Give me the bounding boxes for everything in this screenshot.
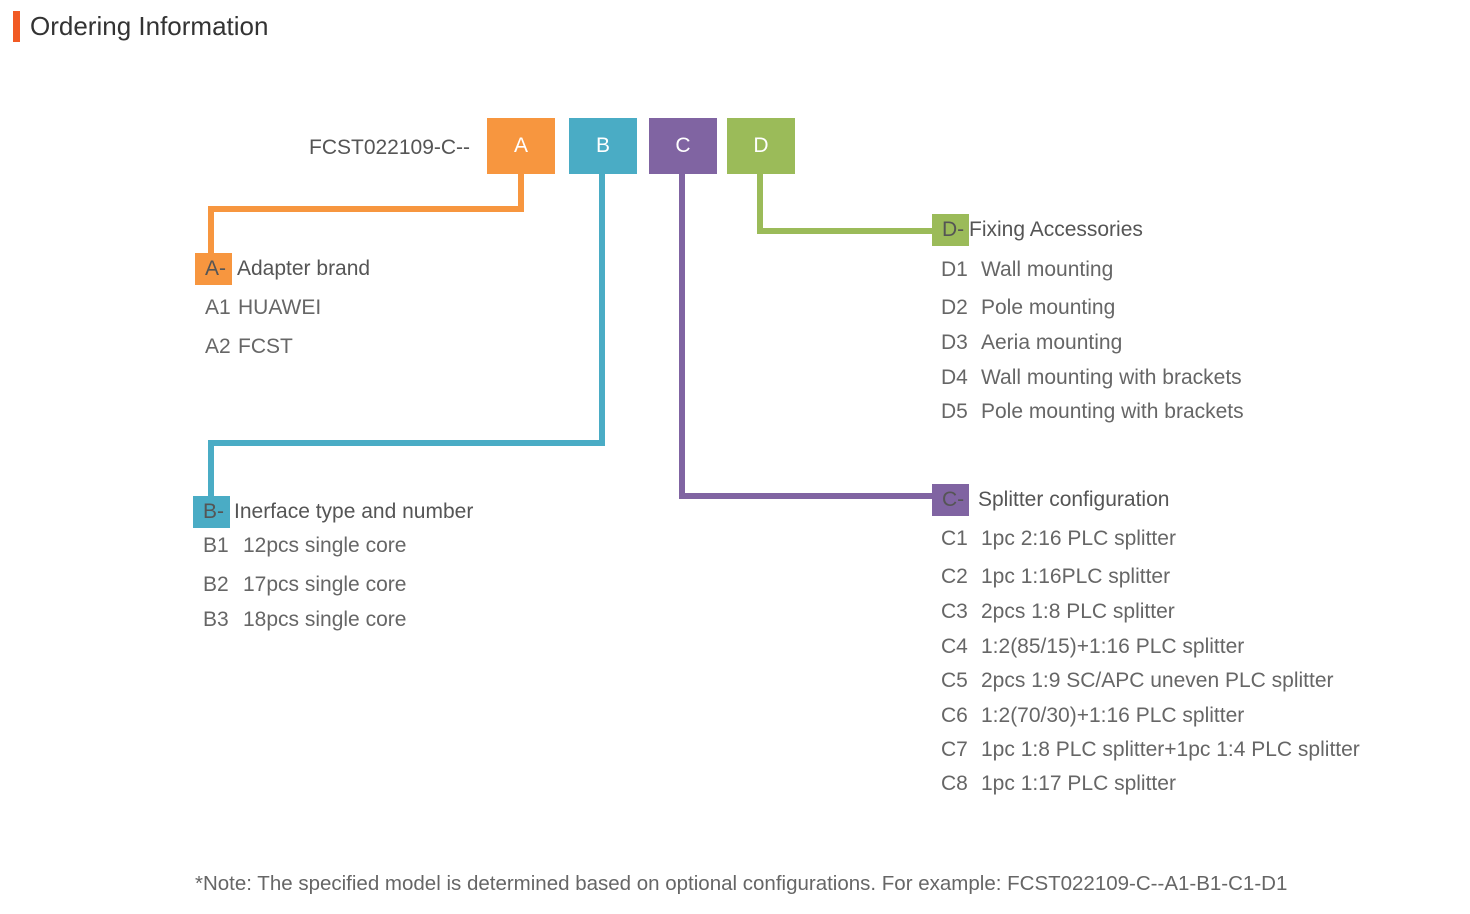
- code-box-d: D: [727, 118, 795, 174]
- option-text: 12pcs single core: [243, 534, 407, 557]
- option-d4: D4 Wall mounting with brackets: [941, 364, 1242, 392]
- option-code: C7: [941, 738, 968, 761]
- section-b-title: Inerface type and number: [234, 500, 474, 523]
- option-text: FCST: [238, 335, 293, 358]
- title-accent-bar: [13, 11, 20, 42]
- option-text: Wall mounting with brackets: [981, 366, 1242, 389]
- code-box-b: B: [569, 118, 637, 174]
- option-code: A2: [205, 335, 231, 358]
- option-code: D3: [941, 331, 968, 354]
- option-c1: C1 1pc 2:16 PLC splitter: [941, 525, 1176, 553]
- option-code: B3: [203, 608, 229, 631]
- option-text: HUAWEI: [238, 296, 322, 319]
- option-code: C2: [941, 565, 968, 588]
- option-code: B1: [203, 534, 229, 557]
- option-code: D2: [941, 296, 968, 319]
- option-code: C1: [941, 527, 968, 550]
- option-d1: D1 Wall mounting: [941, 256, 1113, 284]
- option-code: C6: [941, 704, 968, 727]
- option-text: 18pcs single core: [243, 608, 407, 631]
- option-text: Pole mounting: [981, 296, 1116, 319]
- option-code: B2: [203, 573, 229, 596]
- section-d-marker: D-: [932, 214, 969, 246]
- section-b-marker: B-: [193, 496, 230, 528]
- option-d2: D2 Pole mounting: [941, 294, 1115, 322]
- option-text: 1:2(85/15)+1:16 PLC splitter: [981, 635, 1245, 658]
- option-c3: C3 2pcs 1:8 PLC splitter: [941, 598, 1175, 626]
- option-code: C4: [941, 635, 968, 658]
- footnote: *Note: The specified model is determined…: [195, 872, 1288, 895]
- section-c-title: Splitter configuration: [978, 488, 1170, 511]
- code-box-c: C: [649, 118, 717, 174]
- option-c2: C2 1pc 1:16PLC splitter: [941, 563, 1170, 591]
- option-b3: B3 18pcs single core: [203, 606, 406, 634]
- option-text: 17pcs single core: [243, 573, 407, 596]
- option-c5: C5 2pcs 1:9 SC/APC uneven PLC splitter: [941, 667, 1334, 695]
- option-a2: A2 FCST: [205, 333, 293, 361]
- option-text: 1pc 1:17 PLC splitter: [981, 772, 1176, 795]
- option-d5: D5 Pole mounting with brackets: [941, 398, 1244, 426]
- section-c-marker: C-: [932, 484, 969, 516]
- option-text: 1pc 1:8 PLC splitter+1pc 1:4 PLC splitte…: [981, 738, 1360, 761]
- connector-c: [679, 174, 936, 499]
- option-text: 1pc 1:16PLC splitter: [981, 565, 1171, 588]
- option-text: Aeria mounting: [981, 331, 1123, 354]
- option-text: Wall mounting: [981, 258, 1114, 281]
- option-text: 1:2(70/30)+1:16 PLC splitter: [981, 704, 1245, 727]
- connector-b: [208, 174, 605, 497]
- option-c6: C6 1:2(70/30)+1:16 PLC splitter: [941, 702, 1244, 730]
- option-text: Pole mounting with brackets: [981, 400, 1244, 423]
- option-code: C5: [941, 669, 968, 692]
- connector-d: [757, 174, 936, 234]
- option-text: 2pcs 1:8 PLC splitter: [981, 600, 1175, 623]
- option-code: D4: [941, 366, 968, 389]
- option-b1: B1 12pcs single core: [203, 532, 406, 560]
- option-c8: C8 1pc 1:17 PLC splitter: [941, 770, 1176, 798]
- option-text: 2pcs 1:9 SC/APC uneven PLC splitter: [981, 669, 1334, 692]
- option-d3: D3 Aeria mounting: [941, 329, 1122, 357]
- option-code: D1: [941, 258, 968, 281]
- option-code: A1: [205, 296, 231, 319]
- connector-a: [208, 174, 524, 254]
- section-d-title: Fixing Accessories: [969, 218, 1143, 241]
- section-a-title: Adapter brand: [237, 257, 371, 280]
- section-a-marker: A-: [195, 253, 232, 285]
- model-prefix: FCST022109-C--: [309, 136, 471, 159]
- option-code: C8: [941, 772, 968, 795]
- option-code: D5: [941, 400, 968, 423]
- option-b2: B2 17pcs single core: [203, 571, 406, 599]
- page-title: Ordering Information: [30, 11, 269, 41]
- option-code: C3: [941, 600, 968, 623]
- option-c4: C4 1:2(85/15)+1:16 PLC splitter: [941, 633, 1244, 661]
- option-text: 1pc 2:16 PLC splitter: [981, 527, 1176, 550]
- option-c7: C7 1pc 1:8 PLC splitter+1pc 1:4 PLC split…: [941, 736, 1360, 764]
- option-a1: A1 HUAWEI: [205, 294, 321, 322]
- code-box-a: A: [487, 118, 555, 174]
